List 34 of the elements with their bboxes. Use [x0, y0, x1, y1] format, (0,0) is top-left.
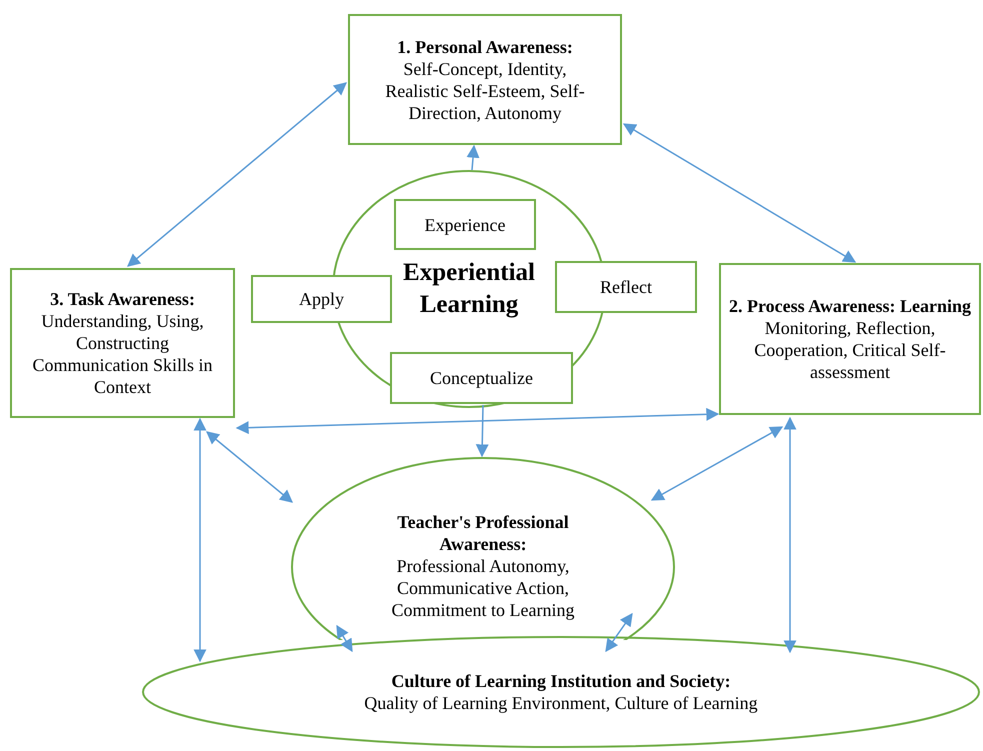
node-text: Experiential Learning — [402, 258, 536, 320]
node-text: Quality of Learning Environment, Culture of Learning — [364, 692, 758, 714]
node-text: Experience — [424, 214, 506, 236]
node-heading: 3. Task Awareness: — [50, 288, 195, 310]
process-box — [719, 263, 981, 415]
node-heading: 1. Personal Awareness: — [397, 36, 573, 58]
double-arrow — [194, 418, 206, 662]
process-box — [348, 14, 622, 145]
node-text: Conceptualize — [430, 367, 533, 389]
process-box — [390, 352, 573, 404]
double-arrow — [236, 408, 720, 434]
node-text: Professional Autonomy, Communicative Action, Commitment to Learning — [390, 555, 576, 621]
node-text: Understanding, Using, Constructing Communication Skills in Context — [32, 310, 212, 398]
arrow — [476, 404, 489, 458]
process-box — [555, 261, 697, 313]
node-heading: 2. Process Awareness: Learning — [729, 295, 971, 317]
ellipse-node — [142, 636, 980, 748]
double-arrow — [622, 123, 856, 263]
node-text: Self-Concept, Identity, Realistic Self-Esteem, Self-Direction, Autonomy — [384, 58, 586, 124]
double-arrow — [336, 624, 353, 652]
process-box — [10, 268, 235, 418]
process-box — [394, 199, 536, 250]
node-text: Monitoring, Reflection, Cooperation, Critical Self-assessment — [753, 317, 947, 383]
double-arrow — [650, 426, 784, 501]
double-arrow — [784, 416, 796, 654]
double-arrow — [605, 612, 633, 652]
double-arrow — [127, 82, 347, 267]
arrow — [466, 144, 480, 170]
node-text: Reflect — [600, 276, 652, 298]
double-arrow — [206, 431, 293, 503]
node-heading: Teacher's Professional Awareness: — [396, 511, 570, 555]
process-box — [251, 275, 392, 323]
node-heading: Culture of Learning Institution and Society: — [391, 670, 731, 692]
node-text: Apply — [299, 288, 344, 310]
